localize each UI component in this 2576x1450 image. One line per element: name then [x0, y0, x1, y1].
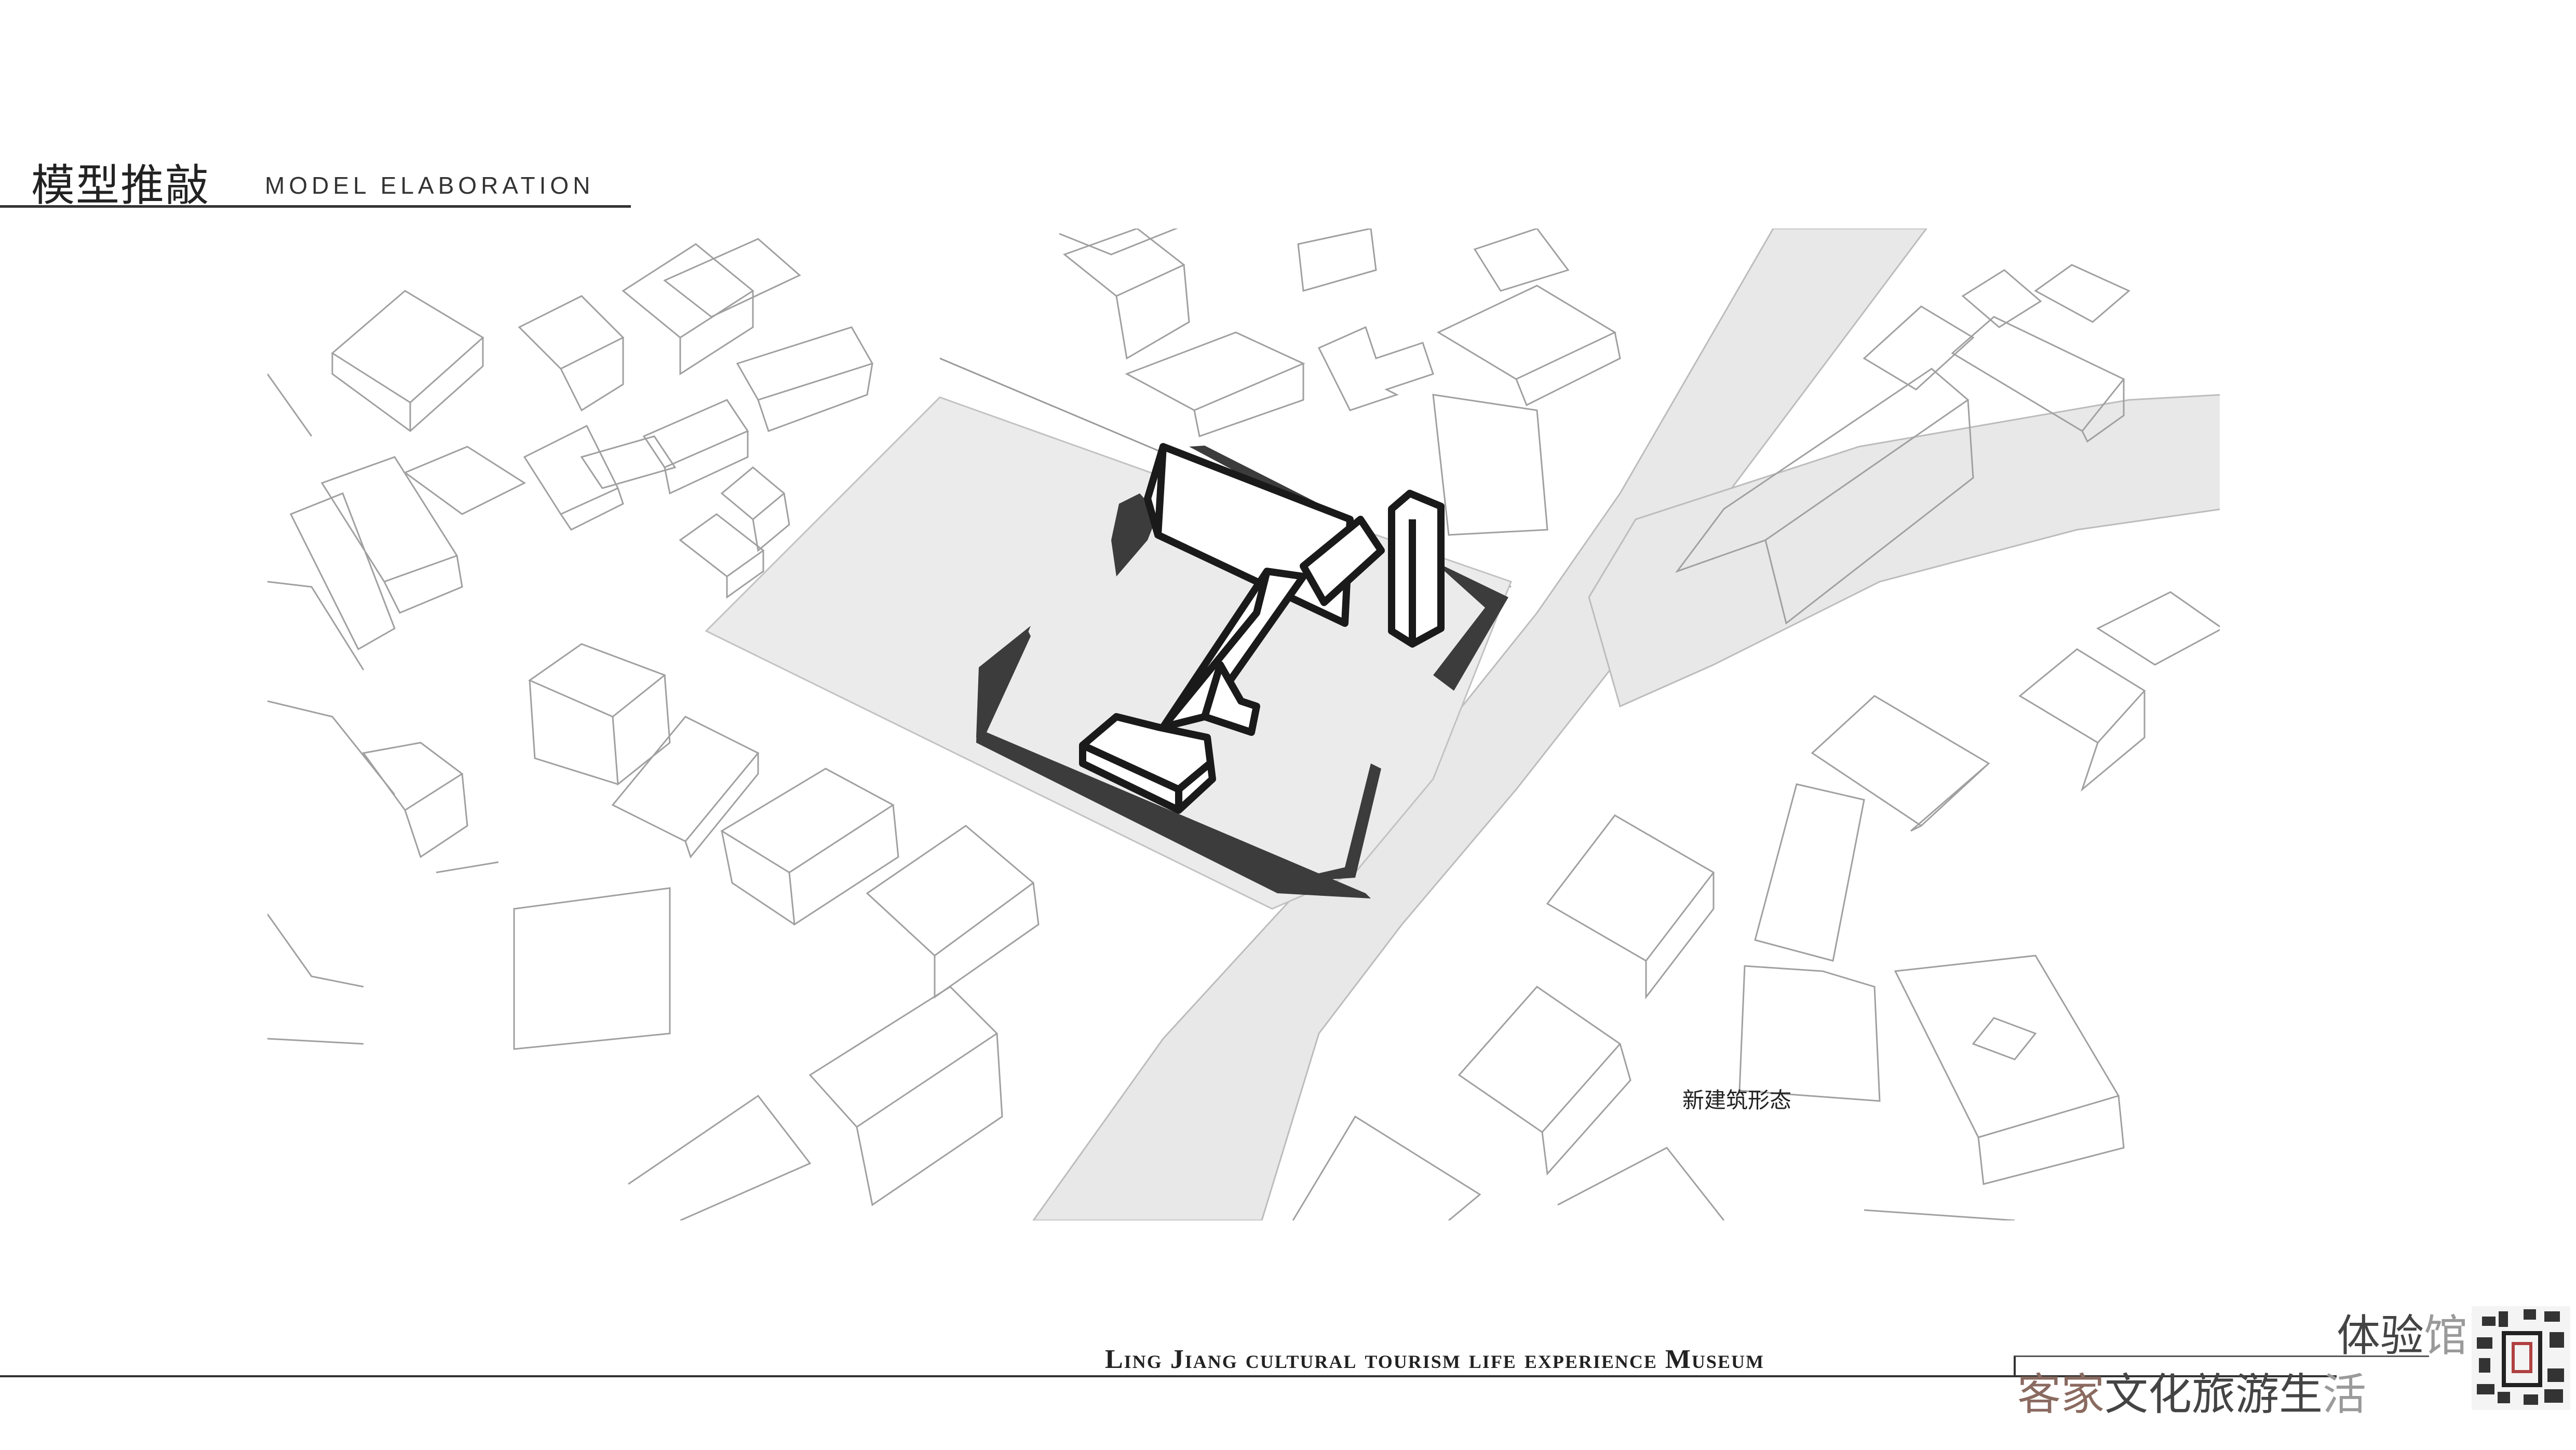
branch-road [1588, 394, 2220, 708]
tower [1388, 490, 1445, 648]
footer-slogan-line1: 体验馆 [2337, 1301, 2467, 1364]
footer-rule [0, 1375, 2337, 1377]
building-plan-logo-icon [2472, 1306, 2570, 1410]
footer-divider-tick [2014, 1357, 2016, 1377]
context-buildings [267, 229, 2220, 1220]
front-wing [1079, 713, 1216, 814]
site-wall [1111, 493, 1158, 576]
slogan-part-4: 文化旅游生 [2105, 1369, 2323, 1420]
slogan-part-2: 馆 [2424, 1310, 2468, 1361]
diagram-caption: 新建筑形态 [1682, 1088, 1792, 1113]
gable-roof-block [1300, 516, 1385, 606]
footer-top-rule [2014, 1355, 2429, 1357]
slogan-part-5: 活 [2323, 1369, 2367, 1420]
slogan-part-3: 客家 [2017, 1369, 2105, 1420]
page-title-zh: 模型推敲 [31, 160, 210, 211]
model-axonometric-diagram [267, 229, 2220, 1220]
slogan-part-1: 体验 [2337, 1310, 2424, 1361]
footer-slogan-line2: 客家文化旅游生活 [2017, 1360, 2366, 1422]
title-underline [0, 205, 631, 208]
new-building [976, 443, 1508, 898]
inner-gable [1201, 661, 1260, 736]
page-title-en: MODEL ELABORATION [265, 172, 595, 199]
project-title-en: Ling Jiang cultural tourism life experie… [1105, 1345, 1764, 1374]
